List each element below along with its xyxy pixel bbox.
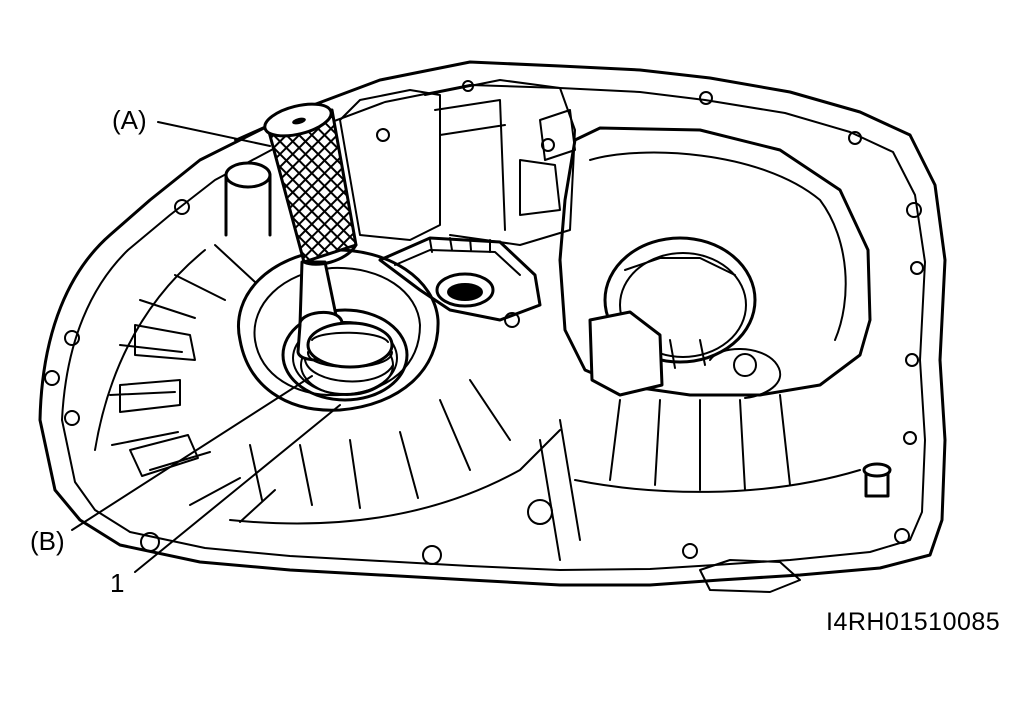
special-tool-a <box>263 102 358 327</box>
callout-label-1: 1 <box>110 568 125 598</box>
leader-line-a <box>157 121 271 147</box>
lower-right-ribs <box>539 394 892 593</box>
clutch-drum-cavity <box>558 126 872 399</box>
callout-label-b: (B) <box>30 526 65 556</box>
figure-code: I4RH01510085 <box>826 608 1001 636</box>
leader-line-1 <box>134 404 341 573</box>
case-outline <box>38 60 947 587</box>
case-inner-flange <box>61 84 926 571</box>
special-tool-b <box>296 310 394 369</box>
housing-boss <box>224 119 301 237</box>
upper-casting <box>339 79 576 246</box>
callout-label-a: (A) <box>112 105 147 135</box>
leader-lines <box>71 121 341 573</box>
center-gear <box>378 236 542 322</box>
flange-bolt-holes <box>44 80 924 565</box>
leader-line-b <box>71 375 313 531</box>
